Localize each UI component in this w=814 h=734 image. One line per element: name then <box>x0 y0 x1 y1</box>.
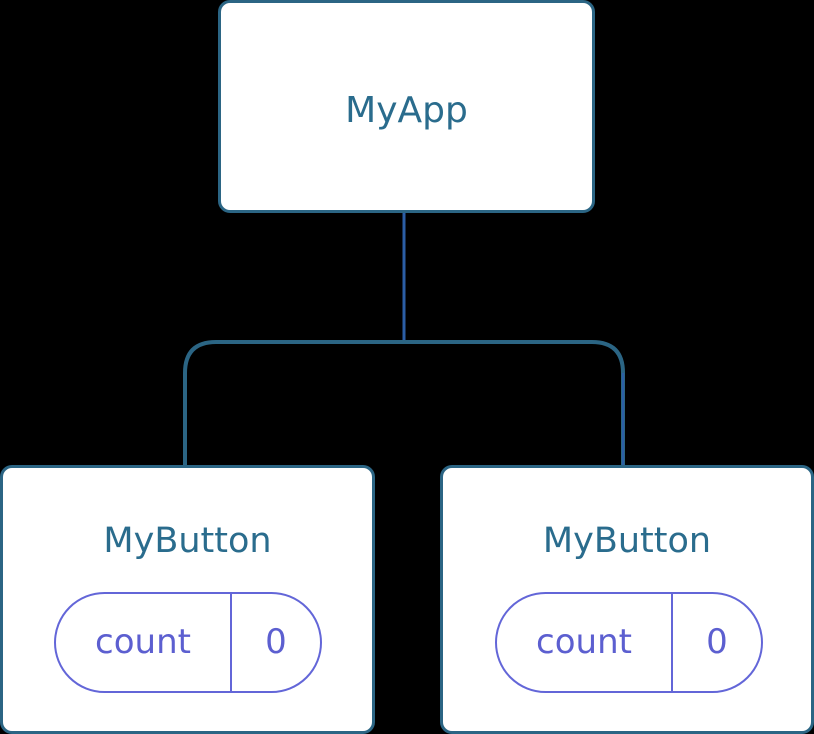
count-state-pill-right: count 0 <box>495 592 763 693</box>
state-name-left: count <box>95 622 191 662</box>
right-branch-line <box>404 340 625 468</box>
state-divider-right <box>671 594 673 691</box>
left-branch-line <box>183 340 404 468</box>
myapp-label: MyApp <box>345 90 468 131</box>
state-value-right: 0 <box>706 622 728 662</box>
myapp-node: MyApp <box>218 0 595 213</box>
mybutton-label-right: MyButton <box>542 521 712 561</box>
state-value-left: 0 <box>265 622 287 662</box>
mybutton-node-left: MyButton count 0 <box>0 465 375 734</box>
state-name-right: count <box>536 622 632 662</box>
mybutton-node-right: MyButton count 0 <box>440 465 814 734</box>
count-state-pill-left: count 0 <box>54 592 322 693</box>
state-divider-left <box>230 594 232 691</box>
mybutton-label-left: MyButton <box>103 521 272 561</box>
